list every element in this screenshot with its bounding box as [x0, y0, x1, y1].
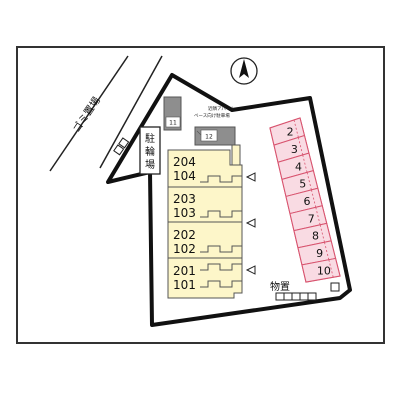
storage-sheds: [275, 282, 340, 301]
space-11-label: 11: [169, 120, 177, 127]
bicycle-parking: [139, 126, 161, 175]
parking-space: [301, 257, 341, 283]
storage-shed: [275, 292, 317, 301]
parking-dash: [328, 259, 334, 278]
entrance-arrow-icon: [245, 172, 256, 182]
parking-space-label: 3: [291, 143, 298, 156]
space-12-tag: [200, 129, 218, 142]
parking-dash: [311, 189, 317, 208]
entrance-arrow-icon: [245, 265, 256, 275]
unit-lower-label: 103: [173, 206, 196, 220]
parking-area: 2 3 4 5 6 7 8 9 10: [269, 117, 341, 283]
space-11-tag: [165, 116, 181, 128]
parking-note-2: ベース向け駐車場: [194, 112, 230, 119]
unit-upper-label: 201: [173, 264, 196, 278]
bicycle-label-1: 駐: [145, 132, 155, 145]
unit-upper-label: 202: [173, 228, 196, 242]
parking-space-label: 9: [316, 247, 323, 260]
pointer-line: [196, 130, 202, 136]
parking-dash: [297, 137, 304, 156]
parking-space-label: 8: [312, 230, 319, 243]
garbage-boxes: [113, 137, 130, 156]
parking-dash: [293, 119, 299, 138]
unit-upper-label: 203: [173, 192, 196, 206]
unit-lower-label: 101: [173, 278, 196, 292]
parking-space-label: 4: [295, 160, 302, 173]
unit-lower-label: 104: [173, 169, 196, 183]
parking-space-label: 2: [287, 126, 294, 139]
parking-dash: [315, 207, 321, 225]
entry-notch: [200, 210, 242, 218]
entry-notch: [200, 263, 242, 271]
parking-space-label: 10: [317, 264, 331, 277]
bicycle-label-2: 輪: [145, 145, 155, 158]
road-edge-left: [49, 55, 129, 172]
entry-notch: [200, 245, 242, 253]
parking-note-1: 近隣アパート: [208, 105, 235, 112]
parking-dash: [319, 224, 325, 243]
parking-dash: [302, 154, 308, 173]
entrance-arrow-icon: [245, 218, 256, 228]
parking-space-label: 6: [304, 195, 311, 208]
unit-upper-label: 204: [173, 155, 196, 169]
space-12-label: 12: [205, 134, 213, 141]
compass: [230, 57, 258, 85]
apartment-building: 204 104 203 103 202 102 201 101: [167, 144, 243, 299]
parking-space-label: 7: [308, 212, 315, 225]
garbage-box: [113, 144, 125, 156]
unit-lower-label: 102: [173, 242, 196, 256]
parking-dash: [324, 242, 330, 260]
north-arrow-icon: [239, 59, 249, 78]
entry-notch: [200, 175, 242, 183]
storage-label: 物置: [270, 280, 290, 293]
entry-notch: [200, 280, 242, 288]
storage-box: [330, 282, 340, 292]
parking-dash: [306, 172, 312, 190]
garbage-box: [118, 137, 130, 149]
bicycle-label-3: 場: [145, 158, 155, 171]
road-edge-right: [99, 55, 163, 169]
balcony: [231, 144, 241, 166]
parking-space-label: 5: [299, 178, 306, 191]
